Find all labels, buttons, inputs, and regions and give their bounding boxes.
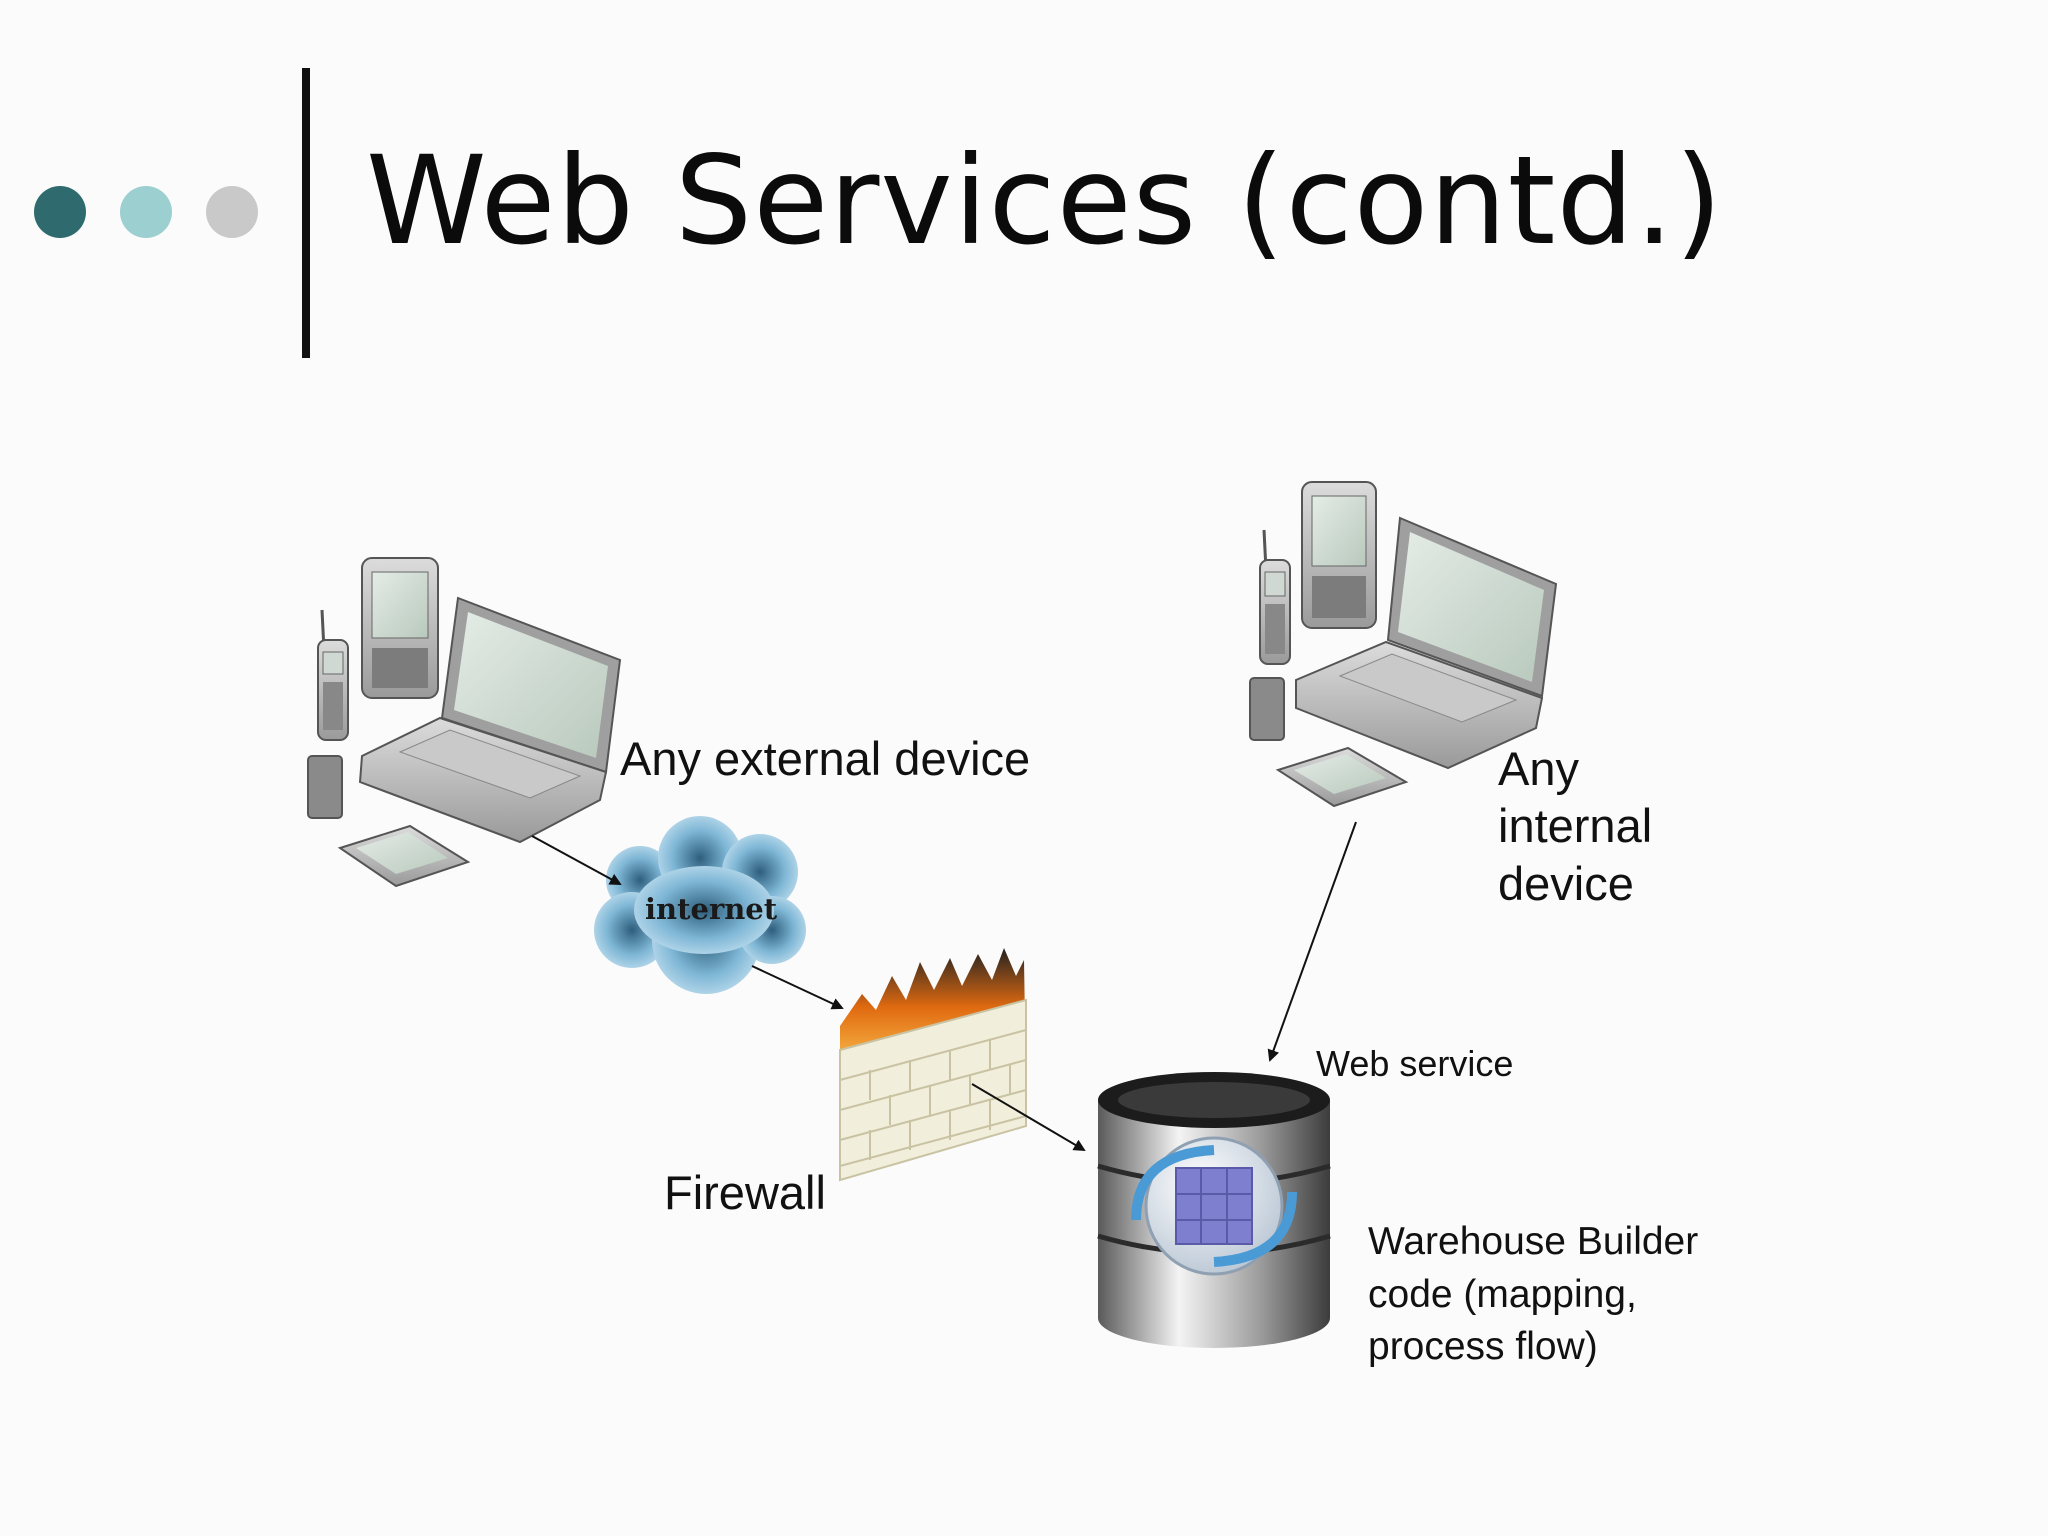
cloud-icon — [594, 816, 806, 994]
laptop-icon — [358, 596, 622, 844]
pda-icon — [361, 557, 439, 699]
phone-icon — [1259, 529, 1291, 665]
external-device-label: Any external device — [620, 732, 1031, 785]
flow-arrows — [531, 821, 1357, 1152]
arrow-internet-to-firewall — [751, 965, 844, 1010]
bullet-dot-3 — [206, 186, 258, 238]
database-icon — [1097, 1072, 1331, 1348]
internal-devices — [1249, 481, 1558, 808]
arrow-firewall-to-warehouse — [971, 1083, 1086, 1152]
calculator-icon — [1249, 677, 1285, 741]
title-divider — [302, 68, 310, 358]
firewall-icon — [839, 948, 1027, 1182]
slide-title: Web Services (contd.) — [366, 130, 1724, 272]
pda-icon — [1301, 481, 1377, 629]
internet-label: internet — [645, 892, 778, 926]
warehouse-label: Warehouse Builder code (mapping, process… — [1368, 1220, 1699, 1369]
tablet-icon — [1275, 746, 1409, 808]
web-service-label: Web service — [1316, 1043, 1514, 1084]
tablet-icon — [337, 824, 471, 888]
bullet-dot-2 — [120, 186, 172, 238]
laptop-icon — [1295, 516, 1558, 770]
arrow-internal-to-webservice — [1267, 821, 1357, 1062]
phone-icon — [317, 609, 349, 741]
arrow-device-to-internet — [531, 835, 622, 885]
external-devices — [307, 557, 622, 888]
bullet-dot-1 — [34, 186, 86, 238]
firewall-label: Firewall — [664, 1166, 826, 1219]
calculator-icon — [307, 755, 343, 819]
internal-device-label: Any internal device — [1498, 742, 1653, 910]
